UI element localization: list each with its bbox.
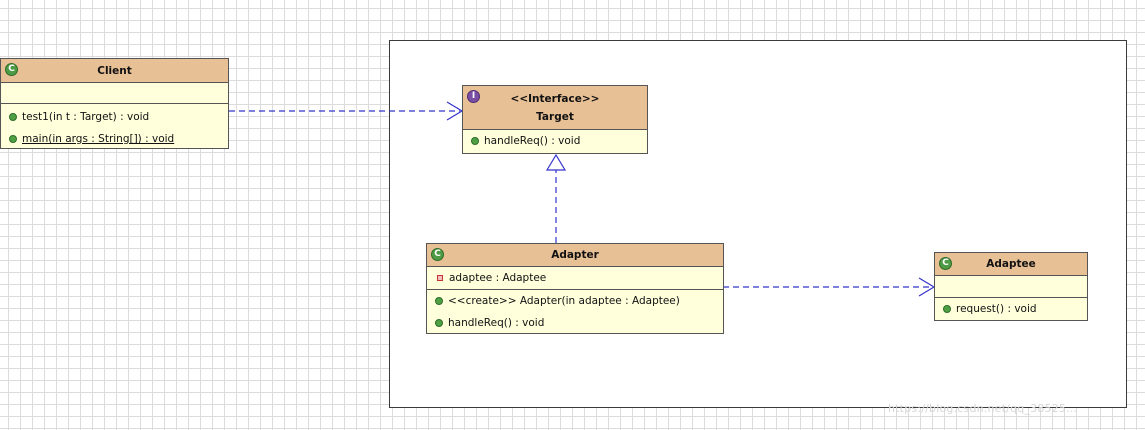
public-method-dot-icon: [471, 137, 479, 145]
watermark: https://blog.csdn.net/qq_38525...: [888, 402, 1078, 415]
class-adapter-name: Adapter: [551, 249, 599, 261]
class-client-name: Client: [97, 64, 132, 77]
class-c-icon: C: [5, 63, 18, 76]
class-client-header[interactable]: C Client: [1, 59, 228, 83]
interface-target-name: Target: [536, 110, 574, 123]
interface-target-stereotype: <<Interface>>: [510, 92, 600, 105]
class-adapter[interactable]: C Adapter adaptee : Adaptee <<create>> A…: [426, 243, 724, 334]
class-client-attributes: [1, 83, 228, 104]
class-adaptee-methods: request() : void: [935, 298, 1087, 319]
class-c-icon: C: [939, 257, 952, 270]
class-adapter-method-constructor[interactable]: <<create>> Adapter(in adaptee : Adaptee): [427, 290, 723, 312]
realization-adapter-target-triangle: [545, 153, 567, 171]
class-client-method-main[interactable]: main(in args : String[]) : void: [1, 128, 228, 150]
public-method-dot-icon: [943, 304, 951, 313]
class-adaptee-method-request[interactable]: request() : void: [935, 298, 1087, 319]
interface-target-method-handlereq[interactable]: handleReq() : void: [463, 130, 647, 152]
private-field-square-icon: [437, 275, 443, 281]
class-client-methods: test1(in t : Target) : void main(in args…: [1, 104, 228, 150]
class-adaptee[interactable]: C Adaptee request() : void: [934, 252, 1088, 321]
interface-target-methods: handleReq() : void: [463, 130, 647, 152]
class-adaptee-header[interactable]: C Adaptee: [935, 253, 1087, 276]
class-client-method-test1[interactable]: test1(in t : Target) : void: [1, 106, 228, 128]
class-adapter-attributes: adaptee : Adaptee: [427, 267, 723, 290]
public-method-dot-icon: [435, 319, 443, 327]
class-c-icon: C: [431, 248, 444, 261]
public-method-dot-icon: [9, 135, 17, 143]
class-adapter-method-handlereq[interactable]: handleReq() : void: [427, 312, 723, 334]
class-adapter-methods: <<create>> Adapter(in adaptee : Adaptee)…: [427, 290, 723, 334]
public-method-dot-icon: [9, 113, 17, 121]
interface-target-header[interactable]: I <<Interface>> Target: [463, 86, 647, 130]
class-adaptee-attributes: [935, 276, 1087, 298]
interface-target[interactable]: I <<Interface>> Target handleReq() : voi…: [462, 85, 648, 154]
class-adaptee-name: Adaptee: [986, 258, 1036, 270]
class-adapter-header[interactable]: C Adapter: [427, 244, 723, 267]
public-method-dot-icon: [435, 297, 443, 305]
class-adapter-field-adaptee[interactable]: adaptee : Adaptee: [427, 267, 723, 289]
interface-i-icon: I: [467, 90, 480, 103]
class-client[interactable]: C Client test1(in t : Target) : void mai…: [0, 58, 229, 149]
